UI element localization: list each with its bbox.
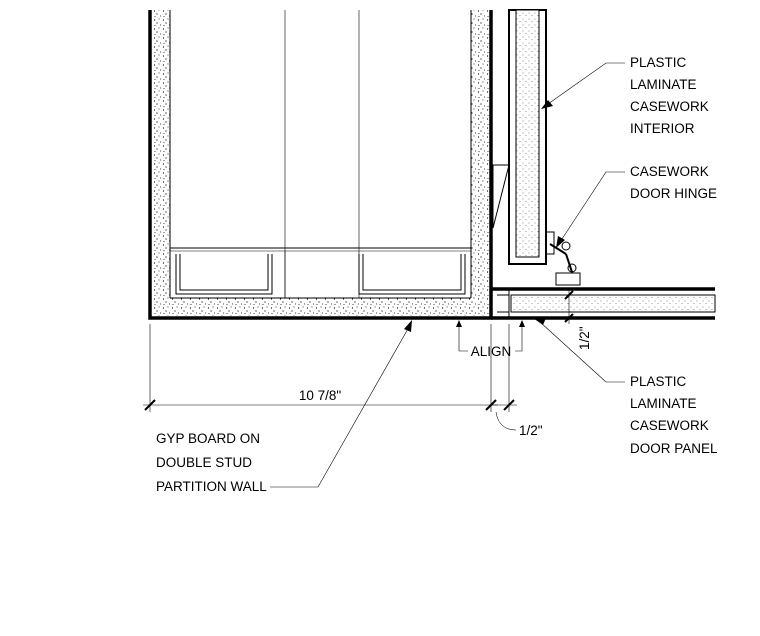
callout-partition-wall-line3: PARTITION WALL (156, 479, 267, 494)
leader-door-hinge (556, 171, 625, 248)
callout-door-hinge-line2: DOOR HINGE (630, 186, 717, 201)
leader-partition-wall (270, 320, 412, 488)
callout-door-hinge-line1: CASEWORK (630, 164, 709, 179)
dimension-wall-width: 10 7/8" (143, 324, 498, 412)
callout-casework-interior: PLASTIC LAMINATE CASEWORK INTERIOR (630, 55, 709, 136)
callout-partition-wall: GYP BOARD ON DOUBLE STUD PARTITION WALL (156, 431, 267, 494)
gap-bottom-label: 1/2" (519, 423, 543, 438)
partition-wall (148, 10, 493, 320)
gyp-board-bottom (170, 298, 471, 316)
door-hinge (545, 231, 581, 286)
gap-vertical-label: 1/2" (577, 326, 592, 350)
stud-right (358, 254, 466, 295)
leader-door-panel (533, 318, 625, 383)
align-label: ALIGN (471, 344, 512, 359)
callout-door-panel-line3: CASEWORK (630, 418, 709, 433)
gyp-board-right (471, 10, 489, 316)
callout-partition-wall-line2: DOUBLE STUD (156, 455, 252, 470)
casework-door-panel (490, 287, 716, 320)
callout-casework-interior-line3: CASEWORK (630, 99, 709, 114)
callout-door-panel-line2: LAMINATE (630, 396, 697, 411)
callout-door-hinge: CASEWORK DOOR HINGE (630, 164, 717, 201)
wall-width-label: 10 7/8" (299, 388, 342, 403)
leader-casework-interior (541, 62, 625, 109)
dimension-gap-bottom: 1/2" (491, 324, 543, 438)
callout-casework-interior-line2: LAMINATE (630, 77, 697, 92)
callout-door-panel-line4: DOOR PANEL (630, 441, 718, 456)
dimension-gap-vertical: 1/2" (515, 290, 592, 350)
align-callout: ALIGN (456, 320, 525, 359)
callout-casework-interior-line4: INTERIOR (630, 121, 695, 136)
callout-partition-wall-line1: GYP BOARD ON (156, 431, 260, 446)
callout-casework-interior-line1: PLASTIC (630, 55, 687, 70)
callout-door-panel: PLASTIC LAMINATE CASEWORK DOOR PANEL (630, 374, 718, 456)
callout-door-panel-line1: PLASTIC (630, 374, 687, 389)
casework-interior-panel (491, 9, 547, 265)
gyp-board-left (152, 10, 170, 316)
stud-left (175, 254, 273, 295)
